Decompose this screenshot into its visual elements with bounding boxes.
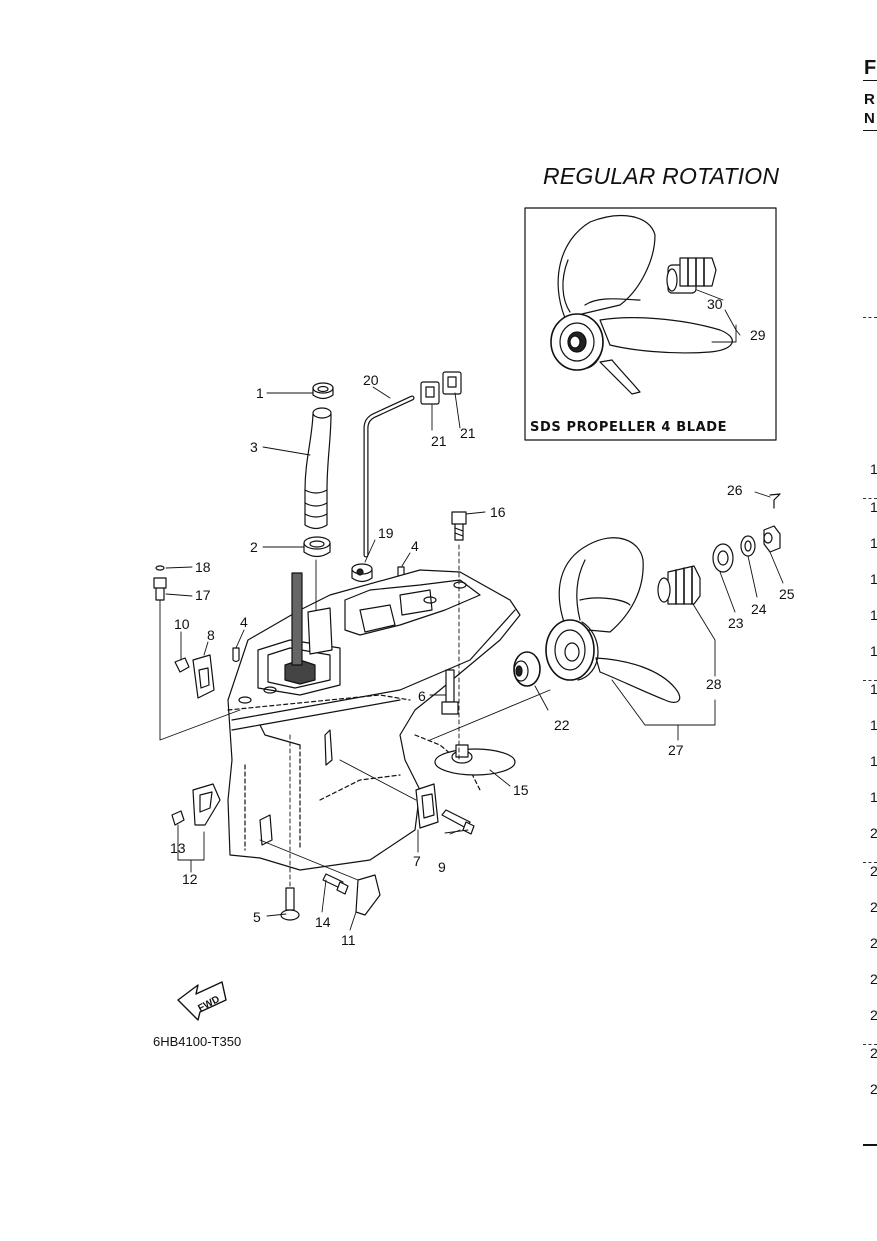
callout-14: 14 bbox=[315, 914, 331, 930]
edge-heading-r: R bbox=[864, 91, 875, 108]
callout-27: 27 bbox=[668, 742, 684, 758]
callout-16: 16 bbox=[490, 504, 506, 520]
edge-divider bbox=[863, 680, 877, 681]
callout-labels: 1 2 3 4 4 5 6 7 8 9 10 11 12 13 14 15 16… bbox=[170, 296, 795, 948]
callout-28: 28 bbox=[706, 676, 722, 692]
edge-number: 1 bbox=[870, 681, 877, 697]
edge-number: 1 bbox=[870, 535, 877, 551]
edge-number: 2 bbox=[870, 971, 877, 987]
edge-number: 1 bbox=[870, 499, 877, 515]
edge-heading-f: F bbox=[864, 57, 877, 79]
inset-caption: SDS PROPELLER 4 BLADE bbox=[530, 420, 728, 435]
callout-4a: 4 bbox=[411, 538, 419, 554]
callout-10: 10 bbox=[174, 616, 190, 632]
callout-7: 7 bbox=[413, 853, 421, 869]
callout-12: 12 bbox=[182, 871, 198, 887]
edge-number: 2 bbox=[870, 863, 877, 879]
edge-divider bbox=[863, 862, 877, 863]
edge-rule bbox=[863, 80, 877, 81]
callout-29: 29 bbox=[750, 327, 766, 343]
callout-20: 20 bbox=[363, 372, 379, 388]
callout-18: 18 bbox=[195, 559, 211, 575]
inset-frame bbox=[524, 207, 777, 441]
callout-21a: 21 bbox=[431, 433, 447, 449]
edge-divider bbox=[863, 317, 877, 318]
callout-5: 5 bbox=[253, 909, 261, 925]
callout-13: 13 bbox=[170, 840, 186, 856]
callout-11: 11 bbox=[341, 932, 356, 948]
callout-8: 8 bbox=[207, 627, 215, 643]
edge-number: 1 bbox=[870, 461, 877, 477]
callout-23: 23 bbox=[728, 615, 744, 631]
edge-number: 1 bbox=[870, 753, 877, 769]
edge-divider bbox=[863, 1044, 877, 1045]
edge-number: 1 bbox=[870, 717, 877, 733]
callout-15: 15 bbox=[513, 782, 529, 798]
page-title: REGULAR ROTATION bbox=[543, 163, 780, 189]
edge-number: 2 bbox=[870, 1045, 877, 1061]
callout-19: 19 bbox=[378, 525, 394, 541]
callout-4b: 4 bbox=[240, 614, 248, 630]
edge-number: 2 bbox=[870, 1007, 877, 1023]
edge-number: 1 bbox=[870, 643, 877, 659]
callout-3: 3 bbox=[250, 439, 258, 455]
callout-24: 24 bbox=[751, 601, 767, 617]
callout-17: 17 bbox=[195, 587, 211, 603]
callout-9: 9 bbox=[438, 859, 446, 875]
edge-number: 2 bbox=[870, 1081, 877, 1097]
edge-divider bbox=[863, 498, 877, 499]
part-drawings bbox=[153, 371, 781, 1021]
edge-number: 2 bbox=[870, 825, 877, 841]
edge-rule bbox=[863, 130, 877, 131]
inset-propeller-drawing bbox=[550, 215, 733, 395]
callout-30: 30 bbox=[707, 296, 723, 312]
edge-number: 1 bbox=[870, 607, 877, 623]
edge-rule bbox=[863, 1144, 877, 1146]
callout-6: 6 bbox=[418, 688, 426, 704]
diagram-code: 6HB4100-T350 bbox=[153, 1034, 242, 1049]
edge-number: 2 bbox=[870, 899, 877, 915]
callout-26: 26 bbox=[727, 482, 743, 498]
callout-22: 22 bbox=[554, 717, 570, 733]
callout-1: 1 bbox=[256, 385, 264, 401]
edge-heading-n: N bbox=[864, 110, 875, 127]
edge-number: 1 bbox=[870, 789, 877, 805]
edge-number: 2 bbox=[870, 935, 877, 951]
leader-lines bbox=[159, 289, 784, 931]
callout-21b: 21 bbox=[460, 425, 476, 441]
edge-number: 1 bbox=[870, 571, 877, 587]
callout-2: 2 bbox=[250, 539, 258, 555]
callout-25: 25 bbox=[779, 586, 795, 602]
